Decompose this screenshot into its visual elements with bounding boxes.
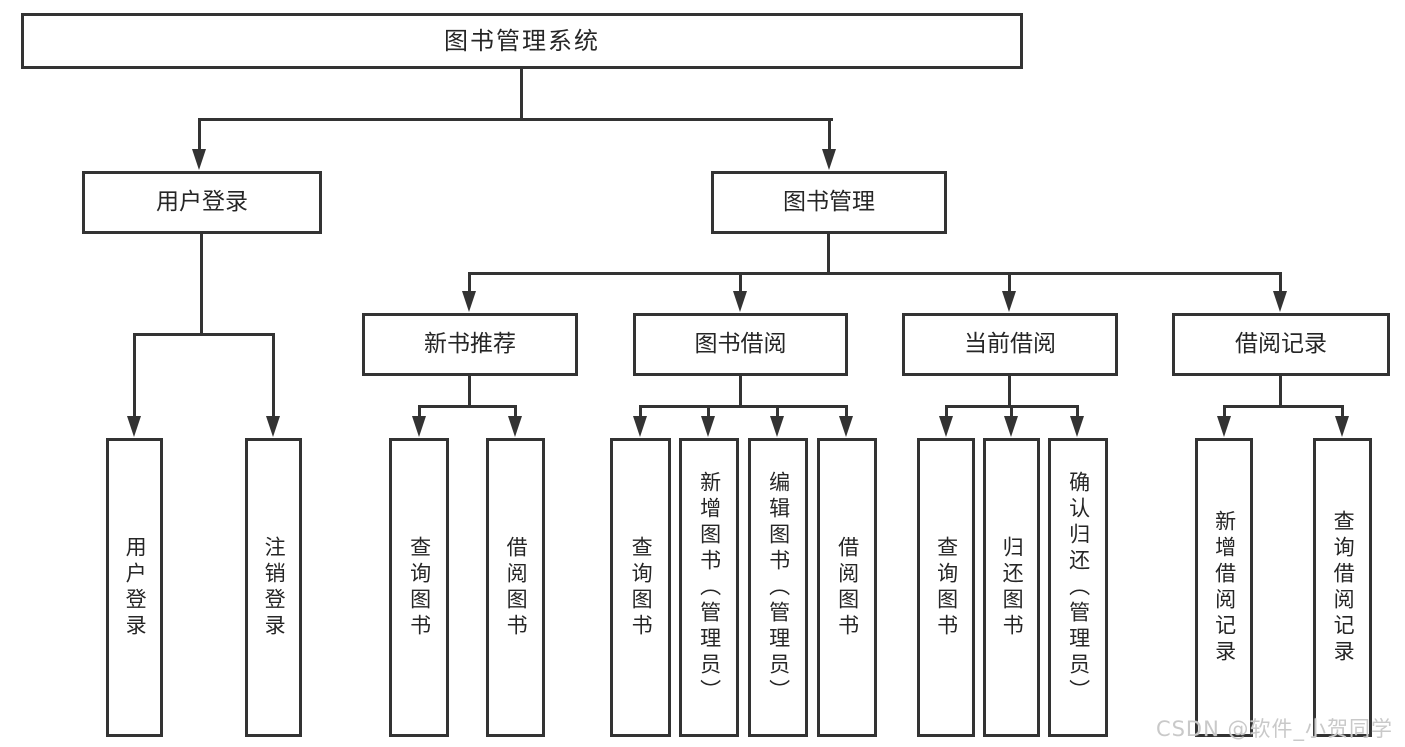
- node-new-book-recommend: 新书推荐: [362, 313, 578, 376]
- leaf-bb-edit-book-admin: 编辑图书（管理员）: [748, 438, 808, 737]
- arrow-down-icon: [1002, 291, 1016, 312]
- connector-stub: [1341, 405, 1344, 419]
- arrow-down-icon: [1004, 416, 1018, 437]
- connector-stub-borrow-record: [1279, 272, 1282, 293]
- arrow-down-icon: [939, 416, 953, 437]
- connector-stub-leaf-logout: [272, 333, 275, 418]
- leaf-bb-add-book-admin: 新增图书（管理员）: [679, 438, 739, 737]
- leaf-cb-confirm-return-admin: 确认归还（管理员）: [1048, 438, 1108, 737]
- arrow-down-icon: [701, 416, 715, 437]
- connector-book-borrow-hline: [639, 405, 848, 408]
- leaf-br-query-record: 查询借阅记录: [1313, 438, 1372, 737]
- connector-stub-current-borrow: [1008, 272, 1011, 293]
- node-root: 图书管理系统: [21, 13, 1023, 69]
- arrow-down-icon: [1273, 291, 1287, 312]
- connector-new-book-stem: [468, 376, 471, 408]
- connector-stub: [776, 405, 779, 419]
- arrow-down-icon: [192, 149, 206, 170]
- arrow-down-icon: [733, 291, 747, 312]
- leaf-user-login: 用户登录: [106, 438, 163, 737]
- arrow-down-icon: [508, 416, 522, 437]
- leaf-cb-query-book: 查询图书: [917, 438, 975, 737]
- connector-borrow-record-hline: [1223, 405, 1344, 408]
- connector-level1-hline: [199, 118, 833, 121]
- leaf-nb-query-book: 查询图书: [389, 438, 449, 737]
- leaf-br-add-record: 新增借阅记录: [1195, 438, 1253, 737]
- connector-stub-book-borrow: [739, 272, 742, 293]
- arrow-down-icon: [822, 149, 836, 170]
- connector-stub-new-book: [468, 272, 471, 293]
- connector-stub: [514, 405, 517, 419]
- arrow-down-icon: [1335, 416, 1349, 437]
- connector-borrow-record-stem: [1279, 376, 1282, 408]
- connector-current-borrow-stem: [1008, 376, 1011, 408]
- connector-stub: [1076, 405, 1079, 419]
- connector-stub: [707, 405, 710, 419]
- watermark: CSDN @软件_小贺同学: [1155, 717, 1393, 741]
- arrow-down-icon: [412, 416, 426, 437]
- connector-new-book-hline: [418, 405, 517, 408]
- connector-stub: [945, 405, 948, 419]
- connector-book-borrow-stem: [739, 376, 742, 408]
- arrow-down-icon: [839, 416, 853, 437]
- node-current-borrow: 当前借阅: [902, 313, 1118, 376]
- arrow-down-icon: [633, 416, 647, 437]
- connector-stub-leaf-user-login: [133, 333, 136, 418]
- connector-stub: [845, 405, 848, 419]
- connector-level2-hline: [468, 272, 1282, 275]
- arrow-down-icon: [770, 416, 784, 437]
- node-user-login: 用户登录: [82, 171, 322, 234]
- connector-stub-book-mgmt: [828, 118, 831, 151]
- connector-stub: [1010, 405, 1013, 419]
- connector-stub: [418, 405, 421, 419]
- node-book-mgmt: 图书管理: [711, 171, 947, 234]
- node-borrow-record: 借阅记录: [1172, 313, 1390, 376]
- arrow-down-icon: [266, 416, 280, 437]
- leaf-cb-return-book: 归还图书: [983, 438, 1040, 737]
- connector-root-stem: [520, 69, 523, 120]
- connector-user-login-hline: [133, 333, 275, 336]
- connector-stub: [639, 405, 642, 419]
- leaf-bb-query-book: 查询图书: [610, 438, 671, 737]
- connector-stub: [1223, 405, 1226, 419]
- connector-book-mgmt-stem: [827, 234, 830, 275]
- arrow-down-icon: [462, 291, 476, 312]
- arrow-down-icon: [1070, 416, 1084, 437]
- leaf-nb-borrow-book: 借阅图书: [486, 438, 545, 737]
- leaf-logout: 注销登录: [245, 438, 302, 737]
- leaf-bb-borrow-book: 借阅图书: [817, 438, 877, 737]
- connector-user-login-stem: [200, 234, 203, 335]
- connector-stub-user-login: [198, 118, 201, 151]
- arrow-down-icon: [127, 416, 141, 437]
- node-book-borrow: 图书借阅: [633, 313, 848, 376]
- arrow-down-icon: [1217, 416, 1231, 437]
